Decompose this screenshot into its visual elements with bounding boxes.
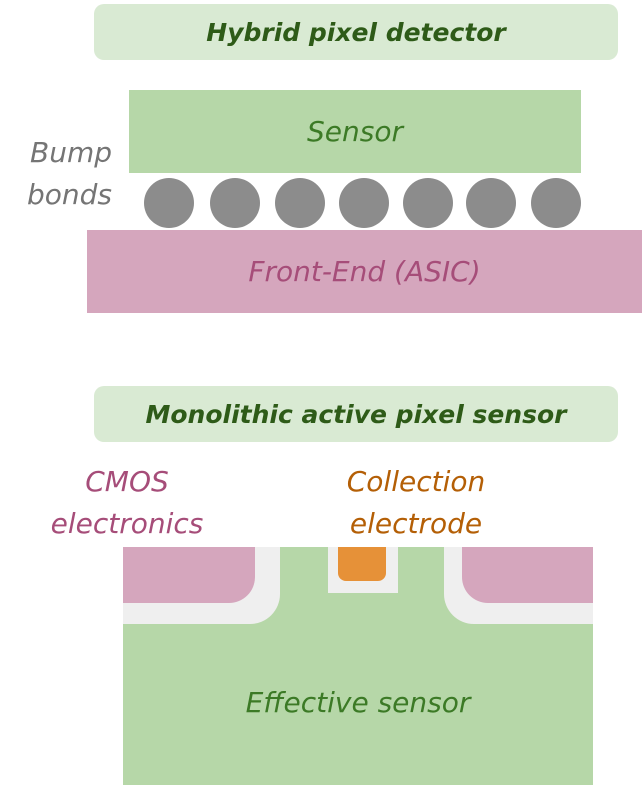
left-cmos-well: [123, 547, 255, 603]
bump-bonds-label: Bump bonds: [0, 132, 112, 216]
hybrid-sensor-layer: Sensor: [129, 90, 581, 173]
hybrid-sensor-label: Sensor: [307, 115, 403, 148]
hybrid-title: Hybrid pixel detector: [206, 17, 506, 47]
bump-bond-1: [144, 178, 194, 228]
bump-bond-7: [531, 178, 581, 228]
front-end-asic-label: Front-End (ASIC): [248, 255, 481, 288]
maps-title: Monolithic active pixel sensor: [145, 399, 567, 429]
front-end-asic-layer: Front-End (ASIC): [87, 230, 642, 313]
bump-bond-6: [466, 178, 516, 228]
effective-sensor-label: Effective sensor: [245, 685, 471, 719]
bump-bond-4: [339, 178, 389, 228]
maps-title-box: Monolithic active pixel sensor: [94, 386, 618, 442]
bump-bond-3: [275, 178, 325, 228]
collection-electrode-label: Collection electrode: [318, 461, 514, 545]
bump-bonds-label-line1: Bump: [29, 136, 112, 169]
bump-bonds-label-line2: bonds: [26, 178, 112, 211]
effective-sensor-label-box: Effective sensor: [123, 664, 593, 740]
bump-bond-5: [403, 178, 453, 228]
cmos-label-line2: electronics: [50, 507, 204, 540]
bump-bond-2: [210, 178, 260, 228]
cmos-electronics-label: CMOS electronics: [36, 461, 218, 545]
cmos-label-line1: CMOS: [85, 465, 169, 498]
collection-electrode: [338, 547, 386, 581]
collection-label-line1: Collection: [346, 465, 486, 498]
hybrid-title-box: Hybrid pixel detector: [94, 4, 618, 60]
collection-label-line2: electrode: [349, 507, 483, 540]
right-cmos-well: [462, 547, 593, 603]
